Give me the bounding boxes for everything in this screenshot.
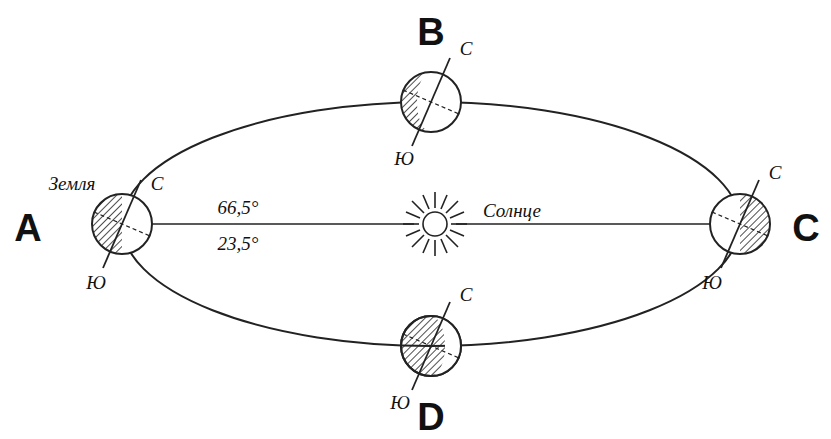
pole-label: Ю (86, 273, 106, 292)
position-letter: C (792, 209, 819, 247)
angle-label: 66,5° (218, 198, 259, 217)
pole-label: С (460, 39, 473, 58)
pole-label: С (151, 174, 164, 193)
pole-label: С (769, 163, 782, 182)
sun-label: Солнце (483, 201, 541, 220)
angle-label: 23,5° (218, 234, 259, 253)
position-letter: A (14, 209, 41, 247)
position-letter: B (417, 13, 444, 51)
pole-label: Ю (390, 393, 410, 412)
planet-label: Земля (49, 174, 96, 193)
pole-label: С (460, 285, 473, 304)
position-letter: D (417, 398, 444, 436)
pole-label: Ю (394, 149, 414, 168)
pole-label: Ю (702, 273, 722, 292)
